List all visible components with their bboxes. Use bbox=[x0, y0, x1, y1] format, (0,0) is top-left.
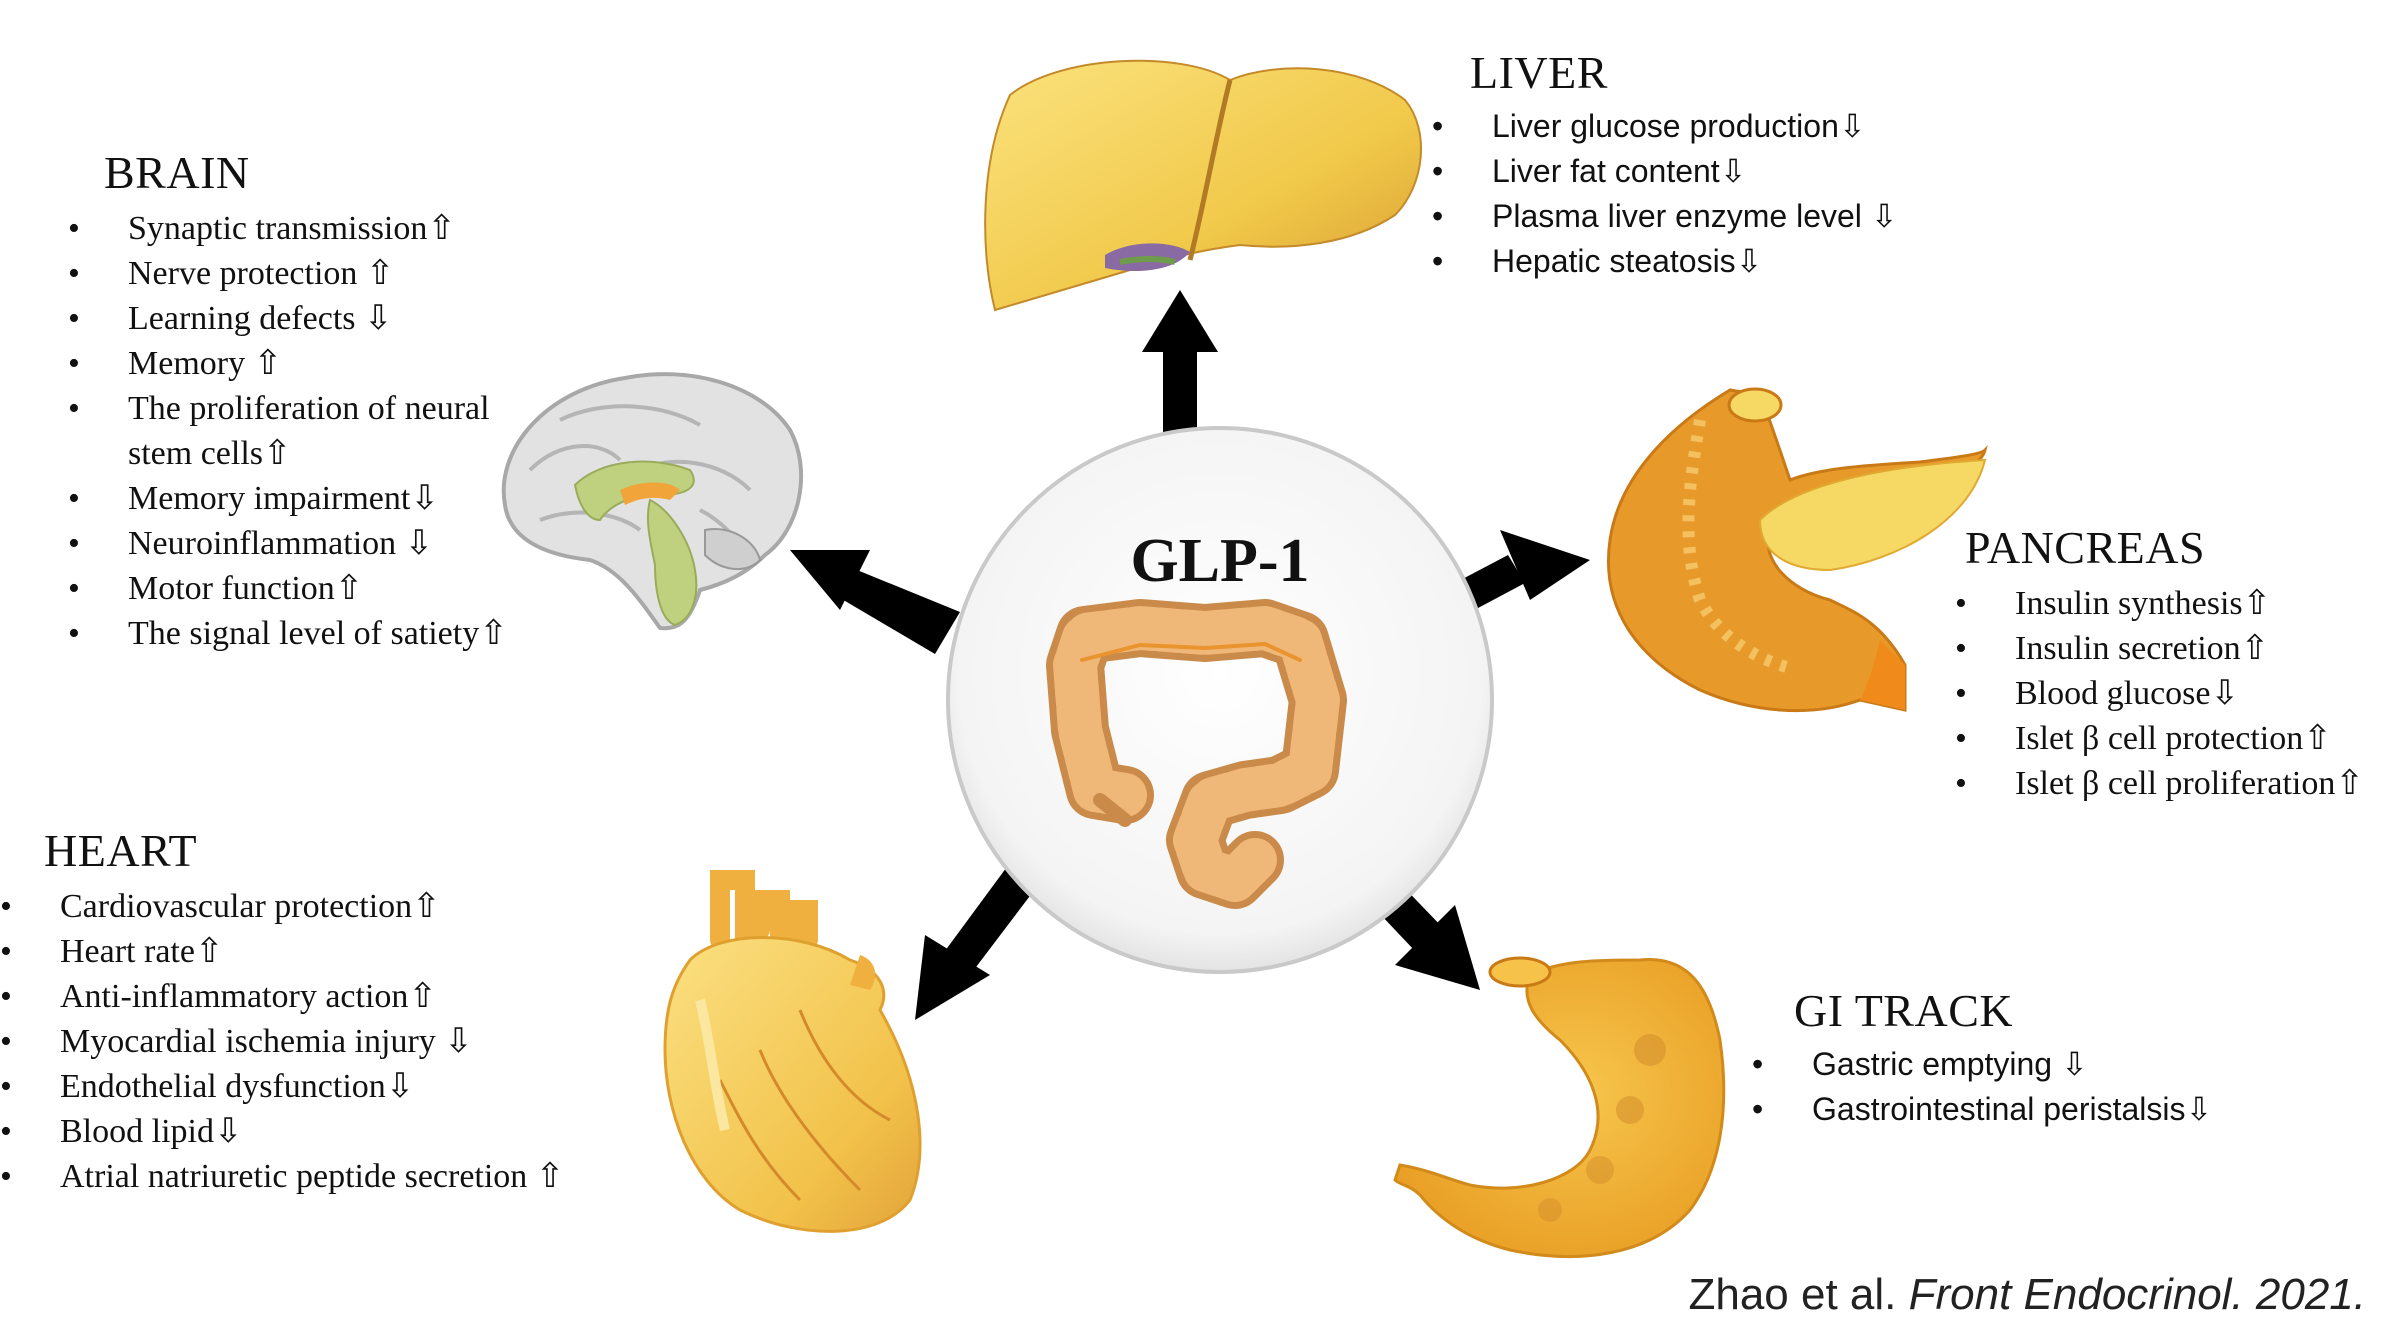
list-item: Anti-inflammatory action⇧ bbox=[0, 974, 640, 1019]
list-item: Memory ⇧ bbox=[68, 341, 588, 386]
pancreas-icon bbox=[1607, 387, 1988, 713]
list-item: Nerve protection ⇧ bbox=[68, 251, 588, 296]
list-item: Learning defects ⇩ bbox=[68, 296, 588, 341]
brain-effects-list: Synaptic transmission⇧ Nerve protection … bbox=[68, 206, 588, 656]
heart-panel: HEART Cardiovascular protection⇧ Heart r… bbox=[0, 825, 640, 1200]
list-item: The signal level of satiety⇧ bbox=[68, 611, 588, 656]
liver-icon bbox=[984, 59, 1422, 312]
list-item: Insulin synthesis⇧ bbox=[1955, 581, 2385, 626]
list-item: Plasma liver enzyme level ⇩ bbox=[1432, 194, 1992, 239]
list-item: Motor function⇧ bbox=[68, 566, 588, 611]
list-item: Gastrointestinal peristalsis⇩ bbox=[1752, 1087, 2312, 1132]
liver-panel: LIVER Liver glucose production⇩ Liver fa… bbox=[1432, 47, 1992, 285]
citation-authors: Zhao et al. bbox=[1688, 1270, 1897, 1319]
list-item: Islet β cell proliferation⇧ bbox=[1955, 761, 2385, 806]
pancreas-heading: PANCREAS bbox=[1965, 522, 2206, 573]
stomach-icon bbox=[1393, 956, 1726, 1258]
glp1-circle bbox=[946, 426, 1494, 974]
arrow-to-brain bbox=[790, 550, 960, 654]
glp1-label: GLP-1 bbox=[1130, 527, 1310, 595]
liver-heading: LIVER bbox=[1470, 47, 1608, 98]
list-item: The proliferation of neural stem cells⇧ bbox=[68, 386, 548, 476]
liver-effects-list: Liver glucose production⇩ Liver fat cont… bbox=[1432, 104, 1992, 284]
list-item: Blood lipid⇩ bbox=[0, 1109, 640, 1154]
list-item: Atrial natriuretic peptide secretion ⇧ bbox=[0, 1154, 640, 1199]
heart-heading: HEART bbox=[44, 825, 198, 876]
list-item: Myocardial ischemia injury ⇩ bbox=[0, 1019, 640, 1064]
list-item: Liver glucose production⇩ bbox=[1432, 104, 1992, 149]
pancreas-effects-list: Insulin synthesis⇧ Insulin secretion⇧ Bl… bbox=[1955, 581, 2385, 806]
gi-panel: GI TRACK Gastric emptying ⇩ Gastrointest… bbox=[1752, 985, 2312, 1133]
list-item: Insulin secretion⇧ bbox=[1955, 626, 2385, 671]
pancreas-panel: PANCREAS Insulin synthesis⇧ Insulin secr… bbox=[1955, 522, 2385, 807]
list-item: Cardiovascular protection⇧ bbox=[0, 884, 640, 929]
heart-icon bbox=[663, 870, 922, 1233]
list-item: Hepatic steatosis⇩ bbox=[1432, 239, 1992, 284]
list-item: Memory impairment⇩ bbox=[68, 476, 588, 521]
colon-icon bbox=[1046, 599, 1347, 909]
list-item: Neuroinflammation ⇩ bbox=[68, 521, 588, 566]
citation: Zhao et al. Front Endocrinol. 2021. bbox=[1688, 1270, 2366, 1320]
gi-heading: GI TRACK bbox=[1794, 985, 2014, 1036]
list-item: Gastric emptying ⇩ bbox=[1752, 1042, 2312, 1087]
heart-effects-list: Cardiovascular protection⇧ Heart rate⇧ A… bbox=[0, 884, 640, 1199]
list-item: Endothelial dysfunction⇩ bbox=[0, 1064, 640, 1109]
list-item: Heart rate⇧ bbox=[0, 929, 640, 974]
citation-journal: Front Endocrinol. 2021. bbox=[1908, 1270, 2366, 1319]
gi-effects-list: Gastric emptying ⇩ Gastrointestinal peri… bbox=[1752, 1042, 2312, 1132]
brain-heading: BRAIN bbox=[104, 147, 250, 198]
list-item: Synaptic transmission⇧ bbox=[68, 206, 588, 251]
arrow-to-heart bbox=[915, 860, 1042, 1020]
brain-panel: BRAIN Synaptic transmission⇧ Nerve prote… bbox=[68, 147, 588, 657]
brain-icon bbox=[501, 372, 803, 631]
list-item: Islet β cell protection⇧ bbox=[1955, 716, 2385, 761]
list-item: Liver fat content⇩ bbox=[1432, 149, 1992, 194]
list-item: Blood glucose⇩ bbox=[1955, 671, 2385, 716]
